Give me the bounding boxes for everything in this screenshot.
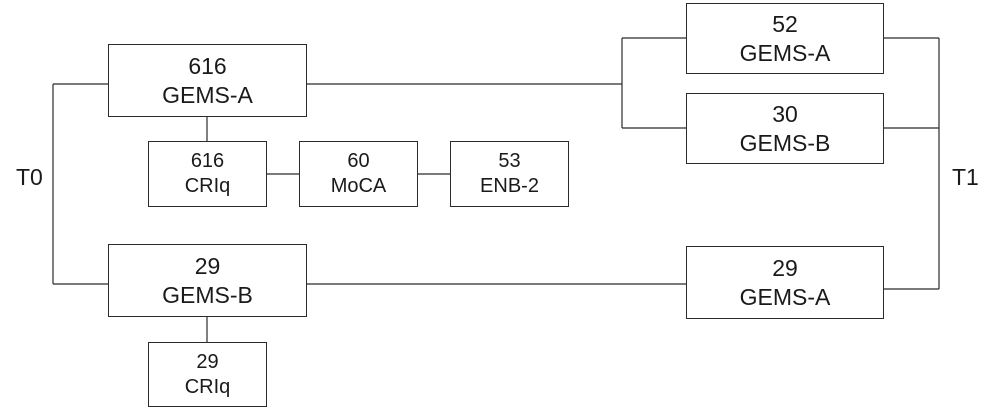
t0-gems-a-box: 616 GEMS-A (108, 44, 307, 117)
t1-gems-b-count: 30 (772, 100, 798, 127)
t0-criq-b-count: 29 (196, 350, 219, 373)
t0-gems-b-label: GEMS-B (162, 281, 253, 308)
t1-gems-a-bottom-count: 29 (772, 254, 798, 281)
t0-criq-a-box: 616 CRIq (148, 141, 267, 207)
t0-enb2-label: ENB-2 (480, 175, 539, 197)
t1-gems-b-box: 30 GEMS-B (686, 93, 884, 164)
t0-criq-b-label: CRIq (184, 375, 231, 398)
t0-gems-a-count: 616 (188, 52, 227, 79)
t0-gems-a-label: GEMS-A (162, 81, 253, 108)
t0-moca-count: 60 (347, 150, 370, 172)
t1-gems-b-label: GEMS-B (739, 129, 831, 156)
t0-criq-a-label: CRIq (184, 175, 231, 197)
t0-moca-label: MoCA (330, 175, 387, 197)
t1-gems-a-top-box: 52 GEMS-A (686, 3, 884, 74)
t0-criq-a-count: 616 (190, 150, 225, 172)
t1-label: T1 (952, 164, 979, 190)
t0-enb2-count: 53 (498, 150, 521, 172)
t0-gems-b-box: 29 GEMS-B (108, 244, 307, 317)
t0-criq-b-box: 29 CRIq (148, 342, 267, 407)
t1-gems-a-top-label: GEMS-A (739, 39, 831, 66)
t0-gems-b-count: 29 (194, 252, 221, 279)
t1-gems-a-top-count: 52 (772, 10, 798, 37)
t1-gems-a-bottom-box: 29 GEMS-A (686, 246, 884, 319)
t0-moca-box: 60 MoCA (299, 141, 418, 207)
t0-enb2-box: 53 ENB-2 (450, 141, 569, 207)
t1-gems-a-bottom-label: GEMS-A (739, 283, 831, 310)
t0-label: T0 (16, 164, 43, 190)
